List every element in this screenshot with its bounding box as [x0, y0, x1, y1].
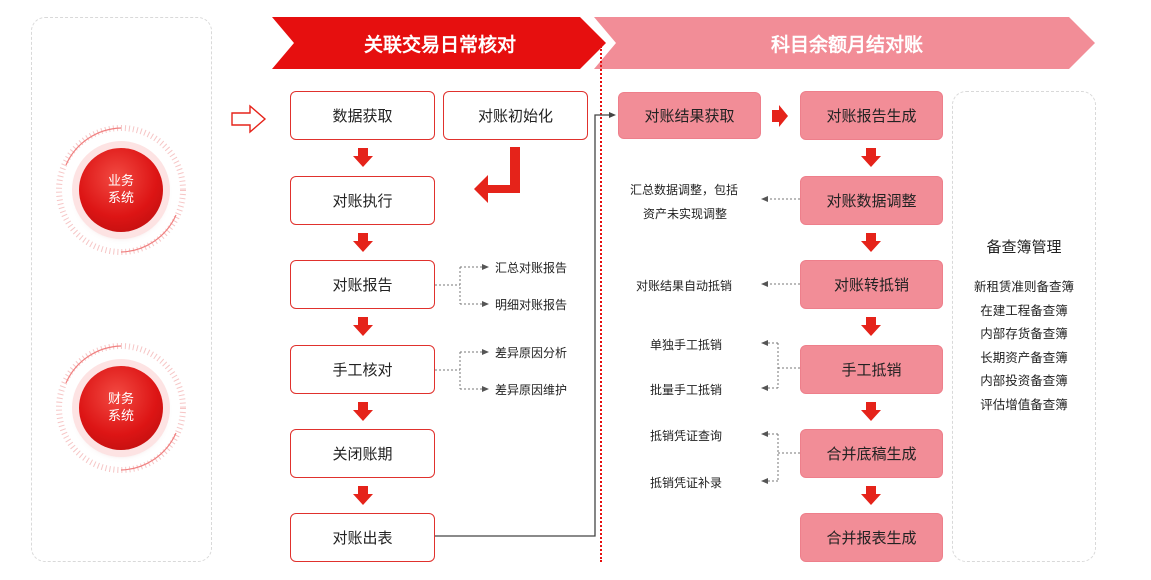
ledger-item: 评估增值备查簿 [980, 396, 1068, 412]
finance-system-circle: 财务 系统 [79, 366, 163, 450]
right-banner-shape [594, 17, 1095, 69]
step-reconcile-execute: 对账执行 [290, 176, 435, 225]
finance-system-label-2: 系统 [107, 409, 134, 424]
section-divider [600, 46, 602, 562]
step-statement-generate: 合并报表生成 [800, 513, 943, 562]
ledger-title: 备查簿管理 [986, 238, 1062, 256]
ledger-item: 新租赁准则备查簿 [973, 279, 1074, 294]
step-data-adjust: 对账数据调整 [800, 176, 943, 225]
note-single-manual: 单独手工抵销 [650, 338, 723, 352]
step-transfer-eliminate: 对账转抵销 [800, 260, 943, 309]
note-voucher-query: 抵销凭证查询 [650, 429, 723, 443]
step-reconcile-init: 对账初始化 [443, 91, 588, 140]
step-result-fetch: 对账结果获取 [618, 92, 761, 139]
right-arrow-icon [772, 105, 788, 127]
left-banner-shape [272, 17, 606, 69]
outline-arrow-icon [231, 104, 267, 134]
report-branch [435, 266, 488, 305]
step-manual-eliminate: 手工抵销 [800, 345, 943, 394]
note-adjust-line1: 汇总数据调整，包括 [630, 183, 739, 197]
note-voucher-supplement: 抵销凭证补录 [650, 476, 723, 490]
down-arrow-icon [353, 148, 373, 167]
note-auto-eliminate: 对账结果自动抵销 [636, 279, 733, 293]
business-system-label-2: 系统 [107, 191, 134, 206]
business-system-node: 业务 系统 [36, 105, 206, 275]
down-arrow-icon [353, 486, 373, 505]
note-summary-report: 汇总对账报告 [495, 261, 568, 275]
tick-ring-icon [56, 125, 186, 255]
note-adjust-line2: 资产未实现调整 [643, 207, 728, 221]
business-system-label-1: 业务 [107, 174, 134, 189]
ledger-item: 在建工程备查簿 [980, 302, 1068, 318]
finance-system-node: 财务 系统 [36, 323, 206, 493]
ledger-item: 长期资产备查簿 [980, 349, 1068, 365]
finance-system-label-1: 财务 [107, 392, 134, 407]
tick-ring-icon [56, 343, 186, 473]
bent-arrow-icon [474, 147, 520, 203]
note-diff-maintain: 差异原因维护 [495, 383, 568, 397]
step-reconcile-report: 对账报告 [290, 260, 435, 309]
step-reconcile-output: 对账出表 [290, 513, 435, 562]
right-banner-title: 科目余额月结对账 [770, 33, 923, 56]
down-arrow-icon [861, 317, 881, 336]
down-arrow-icon [861, 486, 881, 505]
note-batch-manual: 批量手工抵销 [650, 383, 723, 397]
step-manual-check: 手工核对 [290, 345, 435, 394]
down-arrow-icon [353, 402, 373, 421]
step-report-generate: 对账报告生成 [800, 91, 943, 140]
output-link [435, 114, 614, 537]
ledger-panel [952, 91, 1096, 562]
down-arrow-icon [861, 148, 881, 167]
step-draft-generate: 合并底稿生成 [800, 429, 943, 478]
down-arrow-icon [353, 233, 373, 252]
ledger-item: 内部存货备查簿 [980, 326, 1068, 341]
manual-branch [435, 351, 488, 390]
step-data-fetch: 数据获取 [290, 91, 435, 140]
down-arrow-icon [861, 402, 881, 421]
business-system-circle: 业务 系统 [79, 148, 163, 232]
left-banner-title: 关联交易日常核对 [363, 33, 516, 56]
ledger-list: 新租赁准则备查簿 在建工程备查簿 内部存货备查簿 长期资产备查簿 内部投资备查簿… [952, 275, 1096, 416]
down-arrow-icon [861, 233, 881, 252]
note-detail-report: 明细对账报告 [495, 298, 568, 312]
systems-panel [31, 17, 212, 562]
note-diff-analysis: 差异原因分析 [495, 346, 568, 360]
step-close-period: 关闭账期 [290, 429, 435, 478]
ledger-item: 内部投资备查簿 [980, 373, 1068, 388]
down-arrow-icon [353, 317, 373, 336]
